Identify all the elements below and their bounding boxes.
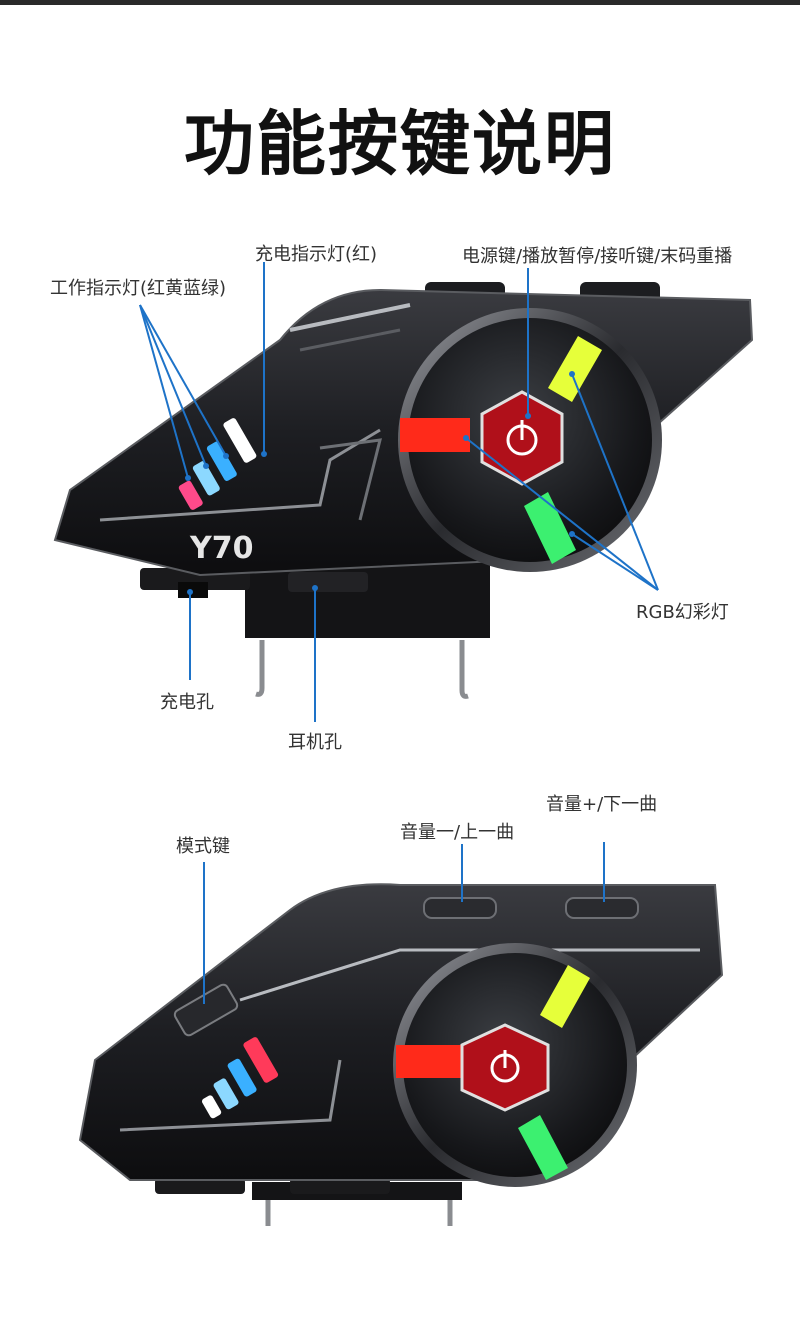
label-charge-indicator: 充电指示灯(红) [255,244,378,265]
bracket-hook-right [459,640,469,699]
callout-lines-top [139,262,659,722]
mode-key [173,983,239,1037]
work-indicator-leds [178,418,257,510]
label-earphone-port: 耳机孔 [288,732,342,753]
rgb-led-yellow [548,336,602,402]
bottom-device [78,842,724,1226]
volume-down-button [423,897,497,919]
callout-lines-bottom [203,842,605,1004]
earphone-port [288,572,368,592]
top-divider [0,0,800,5]
rgb-led-green [524,492,576,564]
label-rgb-light: RGB幻彩灯 [636,602,729,623]
volume-up-button [565,897,639,919]
top-device: Y70 [53,262,754,722]
label-mode-key: 模式键 [176,836,230,857]
label-charge-port: 充电孔 [160,692,214,713]
label-power-key: 电源键/播放暂停/接听键/末码重播 [462,246,733,267]
charge-port [178,582,208,598]
charge-indicator-led [223,418,257,463]
mount-bracket [245,560,490,638]
label-work-indicator: 工作指示灯(红黄蓝绿) [50,278,227,299]
page-title: 功能按键说明 [184,103,616,185]
bracket-hook-left [255,640,265,697]
label-volume-up: 音量+/下一曲 [546,794,658,815]
label-volume-down: 音量一/上一曲 [400,822,515,843]
model-badge: Y70 [189,531,253,566]
rgb-led-red [400,418,470,452]
